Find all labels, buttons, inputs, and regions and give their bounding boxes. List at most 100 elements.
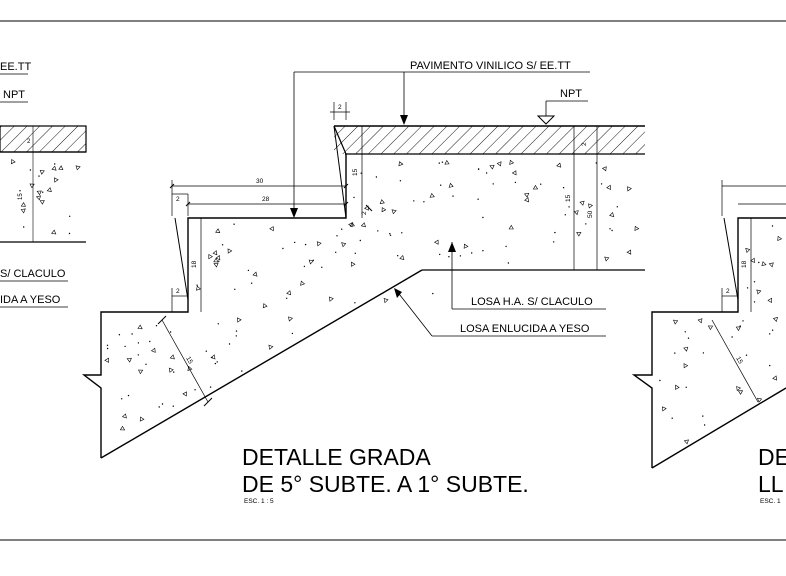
aggregate-triangle	[119, 425, 126, 431]
aggregate-dot	[106, 347, 109, 350]
aggregate-dot	[218, 260, 220, 262]
aggregate-triangle	[508, 224, 514, 230]
aggregate-triangle	[187, 365, 193, 371]
aggregate-triangle	[697, 318, 703, 324]
aggregate-triangle	[215, 228, 221, 233]
callout-pavimento: PAVIMENTO VINILICO S/ EE.TT	[410, 60, 571, 72]
aggregate-dot	[205, 350, 207, 352]
aggregate-dot	[685, 386, 687, 388]
aggregate-dot	[169, 331, 172, 333]
aggregate-triangle	[195, 285, 201, 291]
aggregate-triangle	[626, 249, 632, 255]
aggregate-dot	[562, 187, 565, 189]
aggregate-dot	[432, 292, 434, 295]
aggregate-dot	[321, 266, 323, 268]
aggregate-triangle	[604, 256, 610, 262]
right-dim-15: 15	[734, 356, 744, 366]
center-stair-detail: 30 28 2 2 15 2 18 2 15 50 2 15	[81, 60, 645, 505]
right-detail-fragment: 18 15 2 DE LL ESC. 1	[631, 180, 786, 505]
dim-15-slab: 15	[184, 356, 194, 366]
aggregate-dot	[131, 333, 133, 335]
aggregate-triangle	[121, 413, 127, 419]
aggregate-dot	[742, 320, 744, 322]
aggregate-dot	[507, 262, 510, 264]
aggregate-dot	[29, 169, 32, 171]
aggregate-triangle	[227, 248, 233, 254]
aggregate-triangle	[286, 290, 292, 296]
aggregate-dot	[233, 223, 235, 225]
right-dim-18: 18	[741, 260, 748, 268]
aggregate-dot	[771, 329, 774, 331]
aggregate-triangle	[532, 184, 539, 190]
left-floor-hatch	[0, 125, 87, 153]
detail-title-line1: DETALLE GRADA	[242, 444, 431, 470]
aggregate-dot	[595, 162, 597, 164]
aggregate-dot	[703, 424, 706, 426]
aggregate-dot	[354, 252, 356, 254]
aggregate-dot	[19, 190, 21, 192]
dim-2-top: 2	[338, 104, 342, 111]
aggregate-dot	[209, 386, 212, 388]
aggregate-triangle	[606, 184, 611, 190]
aggregate-dot	[69, 215, 71, 217]
aggregate-dot	[514, 181, 517, 184]
aggregate-dot	[482, 216, 484, 219]
dim-2-floor: 2	[581, 142, 588, 146]
aggregate-dot	[609, 228, 611, 230]
aggregate-dot	[687, 337, 690, 339]
left-dim-15: 15	[18, 193, 24, 200]
aggregate-dot	[124, 345, 126, 348]
aggregate-dot	[753, 281, 756, 283]
aggregate-dot	[554, 231, 556, 234]
aggregate-dot	[482, 250, 484, 252]
aggregate-dot	[173, 371, 175, 373]
aggregate-triangle	[601, 166, 607, 172]
aggregate-dot	[216, 361, 218, 363]
right-title-line2: LL	[758, 471, 784, 497]
aggregate-triangle	[737, 390, 744, 395]
aggregate-dot	[145, 363, 147, 365]
aggregate-triangle	[429, 192, 435, 198]
detail-title-line2: DE 5° SUBTE. A 1° SUBTE.	[242, 471, 529, 497]
left-callout-losa-ha: S/ CLACULO	[0, 268, 66, 280]
aggregate-triangle	[448, 182, 454, 188]
aggregate-triangle	[300, 280, 306, 286]
aggregate-triangle	[609, 212, 615, 218]
aggregate-dot	[250, 282, 253, 284]
aggregate-dot	[354, 302, 356, 304]
aggregate-dot	[286, 297, 288, 299]
aggregate-dot	[389, 234, 392, 236]
aggregate-triangle	[360, 222, 366, 228]
aggregate-dot	[377, 230, 379, 232]
aggregate-dot	[702, 415, 704, 417]
aggregate-triangle	[328, 296, 334, 302]
detail-scale: ESC. 1 : 5	[244, 498, 274, 505]
aggregate-triangle	[756, 289, 762, 295]
aggregate-triangle	[627, 186, 632, 192]
aggregate-dot	[771, 225, 774, 227]
aggregate-dot	[54, 163, 56, 165]
aggregate-triangle	[576, 232, 582, 237]
aggregate-triangle	[524, 197, 529, 203]
aggregate-dot	[214, 362, 217, 365]
aggregate-triangle	[168, 367, 174, 373]
upper-floor-hatch	[334, 126, 645, 154]
aggregate-dot	[158, 406, 160, 408]
aggregate-dot	[399, 180, 402, 182]
aggregate-dot	[616, 206, 618, 208]
aggregate-dot	[241, 370, 243, 372]
dim-18-left: 18	[191, 260, 198, 268]
aggregate-dot	[477, 198, 479, 200]
aggregate-triangle	[137, 324, 143, 330]
aggregate-dot	[282, 247, 284, 250]
aggregate-triangle	[381, 207, 387, 213]
aggregate-dot	[137, 354, 139, 356]
dim-30: 30	[256, 178, 264, 185]
dim-15-riser: 15	[352, 168, 359, 176]
left-dim-2: 2	[27, 139, 31, 145]
aggregate-triangle	[137, 369, 144, 375]
aggregate-dot	[304, 243, 307, 246]
aggregate-dot	[553, 241, 555, 243]
aggregate-dot	[303, 265, 306, 268]
aggregate-dot	[448, 256, 450, 258]
